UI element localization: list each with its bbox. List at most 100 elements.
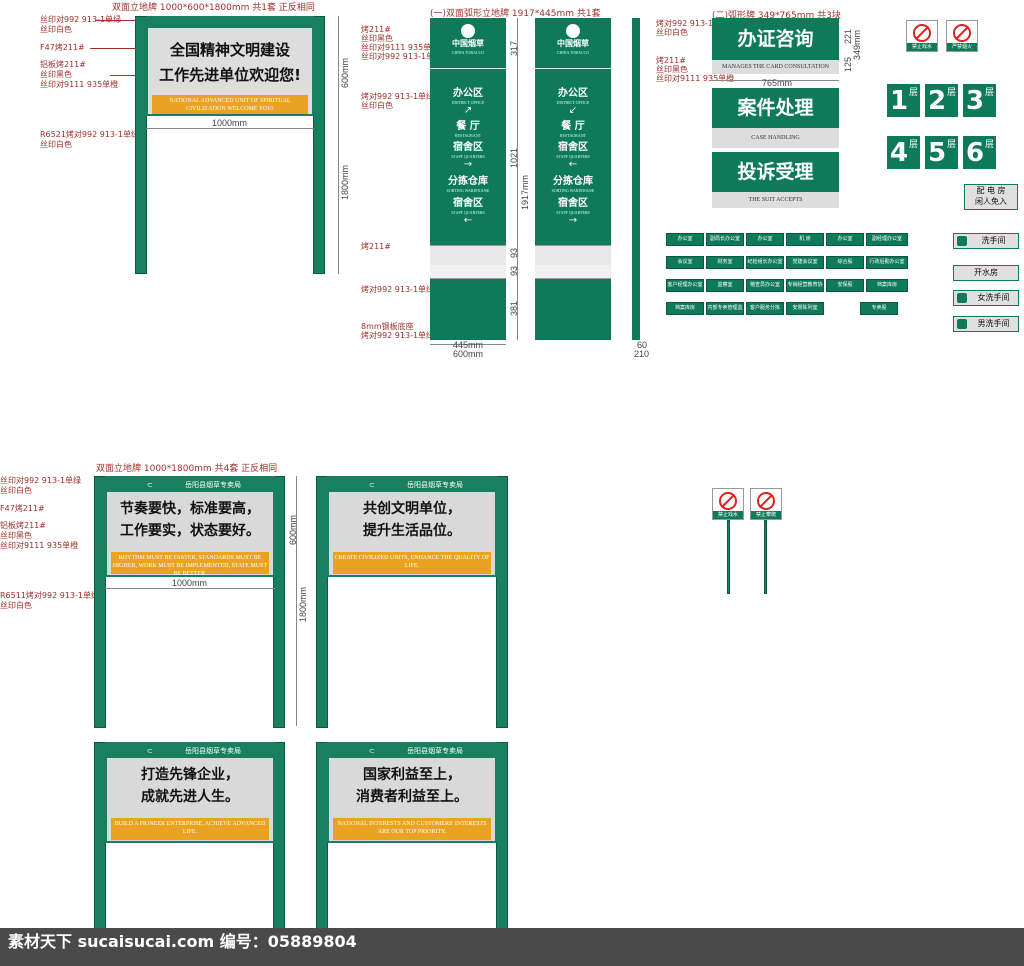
person-pair-icon: [957, 236, 967, 246]
tower-note: 丝印白色: [361, 101, 393, 110]
divider: [430, 68, 506, 69]
door-sign: 办公室: [666, 233, 704, 246]
board-line: 成就先进人生。: [141, 789, 239, 805]
sign1-note: 丝印白色: [40, 25, 72, 34]
arc-dim: 349mm: [852, 29, 862, 60]
leader-line: [90, 48, 135, 49]
tower-logo: 中国烟草 CHINA TOBACCO: [430, 24, 506, 55]
board-band: BUILD A PIONEER ENTERPRISE, ACHIEVE ADVA…: [111, 818, 269, 840]
door-sign: 档案库房: [666, 302, 704, 315]
dimension-line: [712, 80, 839, 81]
door-sign: 客户经理办公室: [666, 279, 704, 292]
arc-sign: 办证咨询: [712, 18, 839, 60]
board-line: 打造先锋企业，: [141, 767, 239, 783]
male-washroom-sign: 男洗手间: [953, 316, 1019, 332]
arc-title: (二)弧形牌 349*765mm 共3块: [712, 11, 841, 21]
door-sign: 安督陈列室: [786, 302, 824, 315]
group-note: F47烤211#: [0, 504, 45, 513]
sign1-line2: 工作先进单位欢迎您!: [159, 66, 301, 84]
prohibition-sign: 禁止戏水: [712, 488, 744, 520]
tower-side: [632, 18, 640, 340]
female-icon: [957, 293, 967, 303]
board-line: 共创文明单位，: [363, 501, 461, 517]
door-sign: 档案库房: [866, 279, 908, 292]
tower-gray-band: [430, 265, 506, 279]
tower-title: (一)双面弧形立地牌 1917*445mm 共1套: [430, 9, 601, 19]
group-panel-height: 600mm: [288, 514, 298, 545]
tower-note: 8mm钢板底座: [361, 322, 414, 331]
tower-gray-band: [535, 245, 611, 267]
arc-sign-en: MANAGES THE CARD CONSULTATION: [712, 60, 839, 74]
dimension-line: [517, 18, 518, 340]
arc-note: 丝印对9111 935单橙: [656, 74, 735, 83]
tower-logo-text: 中国烟草: [452, 39, 484, 48]
sign1-note: 丝印黑色: [40, 70, 72, 79]
tower-dim: 210: [634, 349, 650, 359]
door-sign: 办公室: [746, 233, 784, 246]
door-sign: 会议室: [666, 256, 704, 269]
door-sign: 稽查员办公室: [746, 279, 784, 292]
board-header: ⊂岳阳县烟草专卖局: [329, 744, 495, 758]
water-room-sign: 开水房: [953, 265, 1019, 281]
prohibition-sign: 禁止戏水: [906, 20, 938, 52]
door-sign: 机 房: [786, 233, 824, 246]
divider: [535, 68, 611, 69]
tower-logo-en: CHINA TOBACCO: [451, 50, 485, 55]
door-sign: 纪检组长办公室: [746, 256, 784, 269]
group-board: ⊂岳阳县烟草专卖局 国家利益至上， 消费者利益至上。 NATIONAL INTE…: [327, 742, 497, 843]
sign1-note: 铝板烤211#: [40, 60, 86, 69]
group-note: 丝印白色: [0, 486, 32, 495]
board-line: 消费者利益至上。: [356, 789, 468, 805]
arc-sign-en: THE SUIT ACCEPTS: [712, 192, 839, 208]
sign1-note: 丝印白色: [40, 140, 72, 149]
tower-note: 烤对992 913-1单绿: [361, 285, 435, 294]
sign1-panel-height: 600mm: [340, 57, 350, 88]
tower-dim: 93: [509, 247, 519, 258]
arc-width: 765mm: [762, 78, 793, 88]
board-brand: 岳阳县烟草专卖局: [407, 481, 463, 489]
washroom-sign: 洗手间: [953, 233, 1019, 249]
group-title: 双面立地牌 1000*1800mm 共4套 正反相同: [96, 464, 278, 474]
prohibition-sign: 严禁烟火: [946, 20, 978, 52]
board-text: 打造先锋企业， 成就先进人生。: [111, 764, 269, 808]
arc-note: 烤211#: [656, 56, 686, 65]
tower-logo-en: CHINA TOBACCO: [556, 50, 590, 55]
watermark-banner: 素材天下 sucaisucai.com 编号：05889804: [0, 928, 1024, 966]
dimension-line: [430, 344, 506, 345]
board-header: ⊂岳阳县烟草专卖局: [107, 478, 273, 492]
dimension-line: [105, 588, 275, 589]
male-icon: [957, 319, 967, 329]
group-note: 丝印黑色: [0, 531, 32, 540]
female-washroom-sign: 女洗手间: [953, 290, 1019, 306]
arc-note: 烤对992 913-1单绿: [656, 19, 730, 28]
dimension-line: [296, 476, 297, 726]
tower-note: 烤211#: [361, 242, 391, 251]
arc-sign-en: CASE HANDLING: [712, 128, 839, 148]
group-note: R6511烤对992 913-1单绿: [0, 591, 99, 600]
board-text: 共创文明单位， 提升生活品位。: [333, 498, 491, 542]
tobacco-logo-icon: ⊂: [369, 481, 375, 489]
door-sign: 监察室: [706, 279, 744, 292]
prohibition-sign: 禁止攀爬: [750, 488, 782, 520]
door-sign: 安保股: [826, 279, 864, 292]
tower-dim: 1917mm: [520, 174, 530, 210]
door-sign: 内部专卖管理监督股: [706, 302, 744, 322]
board-band: CREATE CIVILIZED UNITS, ENHANCE THE QUAL…: [333, 552, 491, 574]
board-brand: 岳阳县烟草专卖局: [407, 747, 463, 755]
sign1-title: 双面立地牌 1000*600*1800mm 共1套 正反相同: [112, 3, 315, 13]
dimension-line: [338, 16, 339, 274]
sign1-note: 丝印对992 913-1单绿: [40, 15, 122, 24]
board-line: 工作要实，状态要好。: [120, 523, 260, 539]
group-total-height: 1800mm: [298, 586, 308, 622]
tower-dim: 445mm: [453, 340, 484, 350]
